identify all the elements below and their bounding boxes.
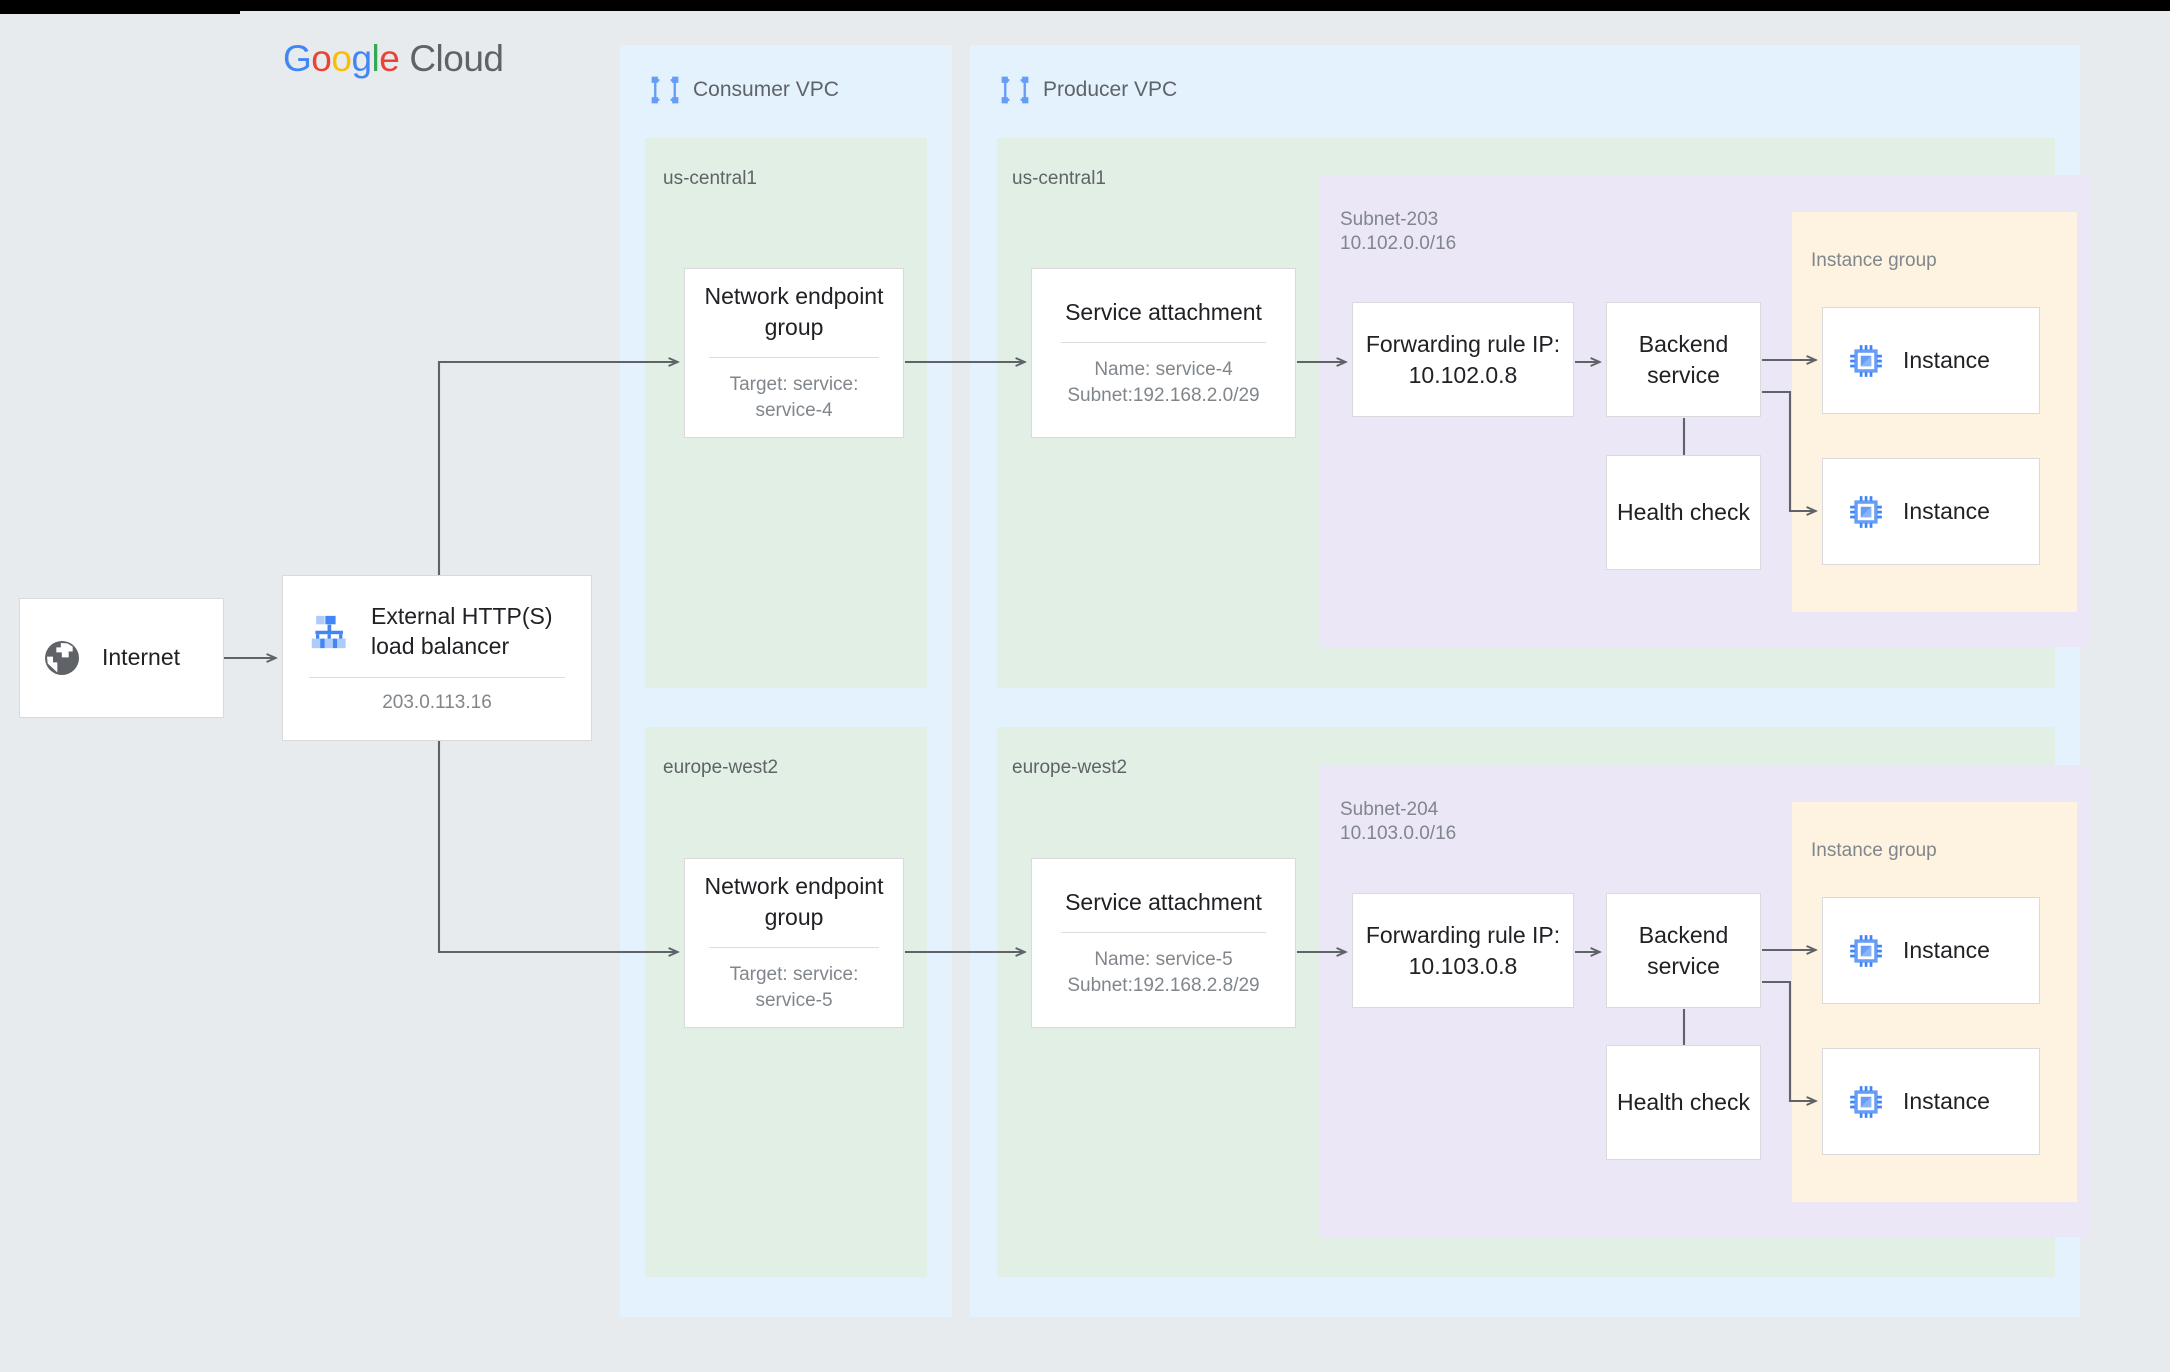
logo-letter-o1: o bbox=[311, 38, 332, 79]
network-endpoint-group-europe-west2[interactable]: Network endpoint group Target: service: … bbox=[684, 858, 904, 1028]
cpu-chip-icon bbox=[1850, 934, 1882, 967]
instance-group-label-us-central1: Instance group bbox=[1811, 250, 1937, 271]
logo-letter-l: l bbox=[371, 38, 380, 79]
cpu-chip-icon bbox=[1850, 495, 1882, 528]
load-balancer-row: External HTTP(S) load balancer bbox=[283, 602, 591, 662]
neg-divider-europe-west2 bbox=[708, 947, 880, 949]
vpc-icon bbox=[651, 76, 679, 104]
internet-node[interactable]: Internet bbox=[19, 598, 224, 718]
service-attachment-us-central1[interactable]: Service attachment Name: service-4 Subne… bbox=[1031, 268, 1296, 438]
instance-1-label-europe-west2: Instance bbox=[1903, 936, 1990, 963]
logo-letter-G: G bbox=[283, 38, 312, 79]
service-attachment-divider-europe-west2 bbox=[1060, 931, 1267, 933]
consumer-region-label-us-central1: us-central1 bbox=[663, 168, 757, 189]
instance-2-label-europe-west2: Instance bbox=[1903, 1087, 1990, 1114]
logo-word-cloud: Cloud bbox=[409, 38, 504, 79]
instance-2-europe-west2-row: Instance bbox=[1823, 1085, 2039, 1119]
subnet-204-label: Subnet-204 10.103.0.0/16 bbox=[1340, 799, 1457, 845]
subnet-203-label: Subnet-203 10.102.0.0/16 bbox=[1340, 209, 1457, 255]
load-balancer-icon bbox=[311, 615, 346, 648]
cpu-chip-icon bbox=[1850, 1085, 1882, 1118]
backend-service-label-europe-west2: Backend service bbox=[1638, 921, 1729, 979]
backend-service-us-central1[interactable]: Backend service bbox=[1606, 302, 1761, 417]
consumer-vpc-header: Consumer VPC bbox=[650, 75, 839, 105]
instance-1-us-central1[interactable]: Instance bbox=[1822, 307, 2040, 414]
producer-vpc-title: Producer VPC bbox=[1043, 78, 1178, 101]
forwarding-rule-label-us-central1: Forwarding rule IP: 10.102.0.8 bbox=[1365, 330, 1561, 388]
producer-region-label-europe-west2: europe-west2 bbox=[1012, 757, 1128, 778]
vpc-icon bbox=[1001, 76, 1029, 104]
producer-region-label-us-central1: us-central1 bbox=[1012, 168, 1106, 189]
service-attachment-europe-west2[interactable]: Service attachment Name: service-5 Subne… bbox=[1031, 858, 1296, 1028]
forwarding-rule-europe-west2[interactable]: Forwarding rule IP: 10.103.0.8 bbox=[1352, 893, 1574, 1008]
external-http-load-balancer[interactable]: External HTTP(S) load balancer 203.0.113… bbox=[282, 575, 592, 741]
consumer-region-label-europe-west2: europe-west2 bbox=[663, 757, 779, 778]
health-check-europe-west2[interactable]: Health check bbox=[1606, 1045, 1761, 1160]
backend-service-label-us-central1: Backend service bbox=[1638, 330, 1729, 388]
forwarding-rule-label-europe-west2: Forwarding rule IP: 10.103.0.8 bbox=[1365, 921, 1561, 979]
instance-1-europe-west2-row: Instance bbox=[1823, 934, 2039, 968]
service-attachment-divider-us-central1 bbox=[1060, 341, 1267, 343]
instance-1-us-central1-row: Instance bbox=[1823, 344, 2039, 378]
logo-letter-e: e bbox=[379, 38, 400, 79]
forwarding-rule-us-central1[interactable]: Forwarding rule IP: 10.102.0.8 bbox=[1352, 302, 1574, 417]
logo-letter-o2: o bbox=[331, 38, 352, 79]
health-check-label-europe-west2: Health check bbox=[1617, 1089, 1750, 1116]
consumer-vpc-title: Consumer VPC bbox=[693, 78, 839, 101]
neg-divider-us-central1 bbox=[708, 357, 880, 359]
instance-1-europe-west2[interactable]: Instance bbox=[1822, 897, 2040, 1004]
service-attachment-subtext-us-central1: Name: service-4 Subnet:192.168.2.0/29 bbox=[1067, 358, 1260, 407]
logo-letter-g: g bbox=[351, 38, 372, 79]
top-black-bar bbox=[0, 0, 2170, 11]
instance-2-europe-west2[interactable]: Instance bbox=[1822, 1048, 2040, 1155]
service-attachment-title-us-central1: Service attachment bbox=[1065, 298, 1262, 325]
internet-row: Internet bbox=[20, 638, 223, 678]
neg-title-us-central1: Network endpoint group bbox=[704, 283, 884, 340]
neg-subtext-europe-west2: Target: service: service-5 bbox=[729, 964, 859, 1012]
internet-label: Internet bbox=[102, 644, 180, 671]
neg-subtext-us-central1: Target: service: service-4 bbox=[729, 374, 859, 422]
neg-title-europe-west2: Network endpoint group bbox=[704, 873, 884, 930]
load-balancer-divider bbox=[309, 677, 565, 679]
service-attachment-subtext-europe-west2: Name: service-5 Subnet:192.168.2.8/29 bbox=[1067, 948, 1260, 997]
load-balancer-label: External HTTP(S) load balancer bbox=[371, 602, 553, 659]
instance-1-label-us-central1: Instance bbox=[1903, 346, 1990, 373]
health-check-label-us-central1: Health check bbox=[1617, 499, 1750, 526]
load-balancer-ip: 203.0.113.16 bbox=[382, 692, 492, 714]
producer-vpc-header: Producer VPC bbox=[1000, 75, 1177, 105]
backend-service-europe-west2[interactable]: Backend service bbox=[1606, 893, 1761, 1008]
instance-group-label-europe-west2: Instance group bbox=[1811, 840, 1937, 861]
top-black-bar-notch bbox=[0, 0, 240, 14]
health-check-us-central1[interactable]: Health check bbox=[1606, 455, 1761, 570]
cpu-chip-icon bbox=[1850, 344, 1882, 377]
globe-icon bbox=[45, 641, 79, 675]
network-endpoint-group-us-central1[interactable]: Network endpoint group Target: service: … bbox=[684, 268, 904, 438]
service-attachment-title-europe-west2: Service attachment bbox=[1065, 888, 1262, 915]
instance-2-label-us-central1: Instance bbox=[1903, 497, 1990, 524]
instance-2-us-central1[interactable]: Instance bbox=[1822, 458, 2040, 565]
instance-2-us-central1-row: Instance bbox=[1823, 495, 2039, 529]
